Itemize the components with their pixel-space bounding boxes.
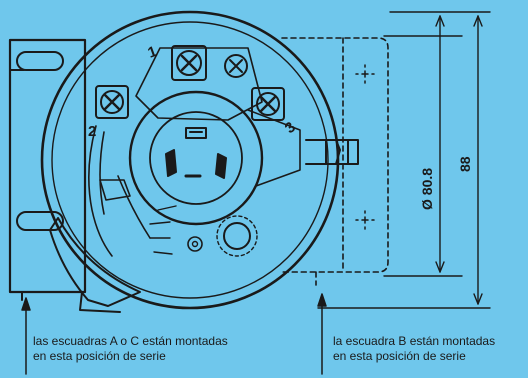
terminal-screw-3 <box>251 87 285 121</box>
terminal-label-2: 2 <box>88 123 96 140</box>
left-mounting-bracket <box>8 38 87 301</box>
dashed-bracket-outline <box>281 37 389 286</box>
caption-leaders <box>21 293 327 375</box>
caption-right-line-2: en esta posición de serie <box>333 349 466 363</box>
caption-left-line-2: en esta posición de serie <box>33 349 166 363</box>
diameter-dimension-label: Ø 80.8 <box>419 168 435 210</box>
dimension-lines <box>317 11 491 309</box>
wiring-lever <box>88 125 151 257</box>
side-nozzle <box>305 139 359 165</box>
caption-left-line-1: las escuadras A o C están montadas <box>33 334 228 348</box>
terminal-screw-1 <box>171 45 207 81</box>
bracket-slot-bottom <box>16 211 64 231</box>
height-dimension-label: 88 <box>457 156 473 172</box>
caption-bracket-b: la escuadra B están montadas en esta pos… <box>333 334 495 364</box>
adjustment-knob <box>149 205 258 257</box>
caption-brackets-a-c: las escuadras A o C están montadas en es… <box>33 334 228 364</box>
switch-housing <box>40 10 340 313</box>
mounting-hole-marks <box>355 64 375 230</box>
central-connector <box>128 90 264 226</box>
terminal-screw-2 <box>95 85 129 119</box>
small-screw <box>224 54 248 78</box>
caption-right-line-1: la escuadra B están montadas <box>333 334 496 348</box>
bracket-slot-top <box>16 51 64 71</box>
